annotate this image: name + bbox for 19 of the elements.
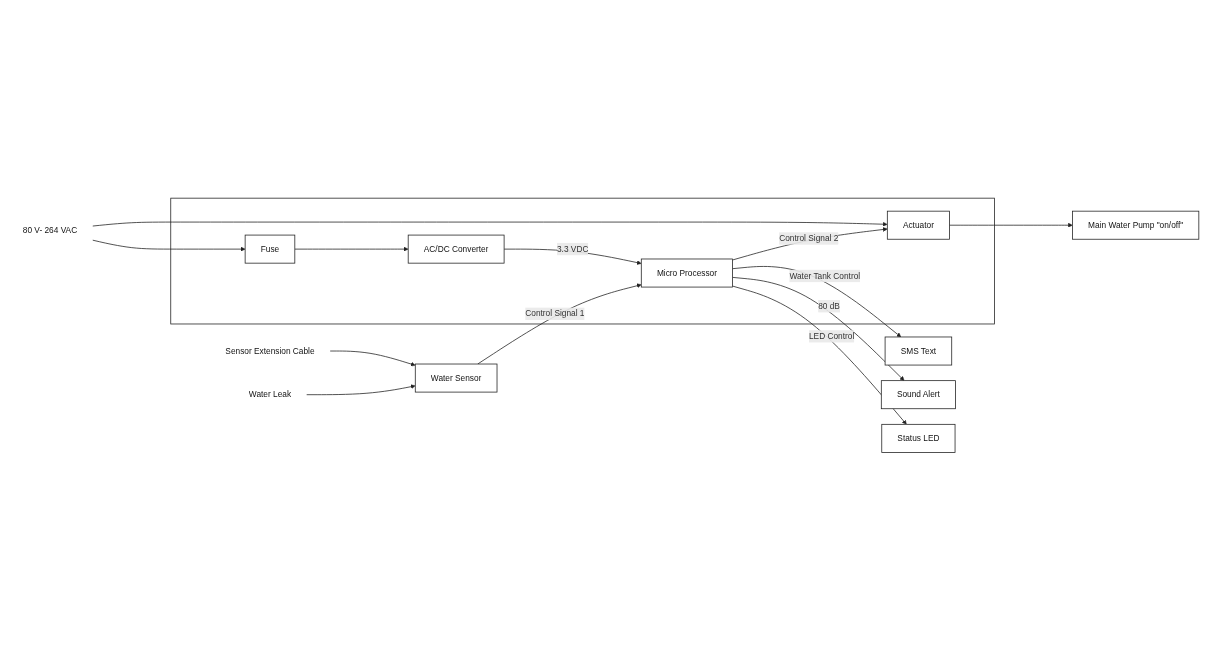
node-text: Sensor Extension Cable — [225, 346, 315, 356]
edge-label: Control Signal 1 — [525, 309, 585, 319]
edge-label: Control Signal 2 — [779, 234, 839, 243]
node-box: SMS Text — [884, 336, 953, 366]
node-box: Micro Processor — [640, 258, 733, 288]
edge-label: 3.3 VDC — [556, 244, 589, 254]
node-box: AC/DC Converter — [407, 234, 505, 264]
node-text: 80 V- 264 VAC — [22, 225, 78, 235]
node-box: Status LED — [881, 424, 956, 453]
node-text: Water Leak — [248, 390, 292, 400]
edge-label: Water Tank Control — [789, 271, 861, 281]
edge-label: 80 dB — [818, 301, 840, 311]
node-box: Fuse — [244, 234, 296, 264]
node-box: Sound Alert — [880, 380, 956, 410]
node-box: Water Sensor — [414, 363, 498, 393]
edge-label: LED Control — [808, 331, 855, 341]
cluster — [170, 198, 995, 325]
node-box: Main Water Pump "on/off" — [1072, 211, 1200, 240]
node-box: Actuator — [886, 211, 950, 240]
